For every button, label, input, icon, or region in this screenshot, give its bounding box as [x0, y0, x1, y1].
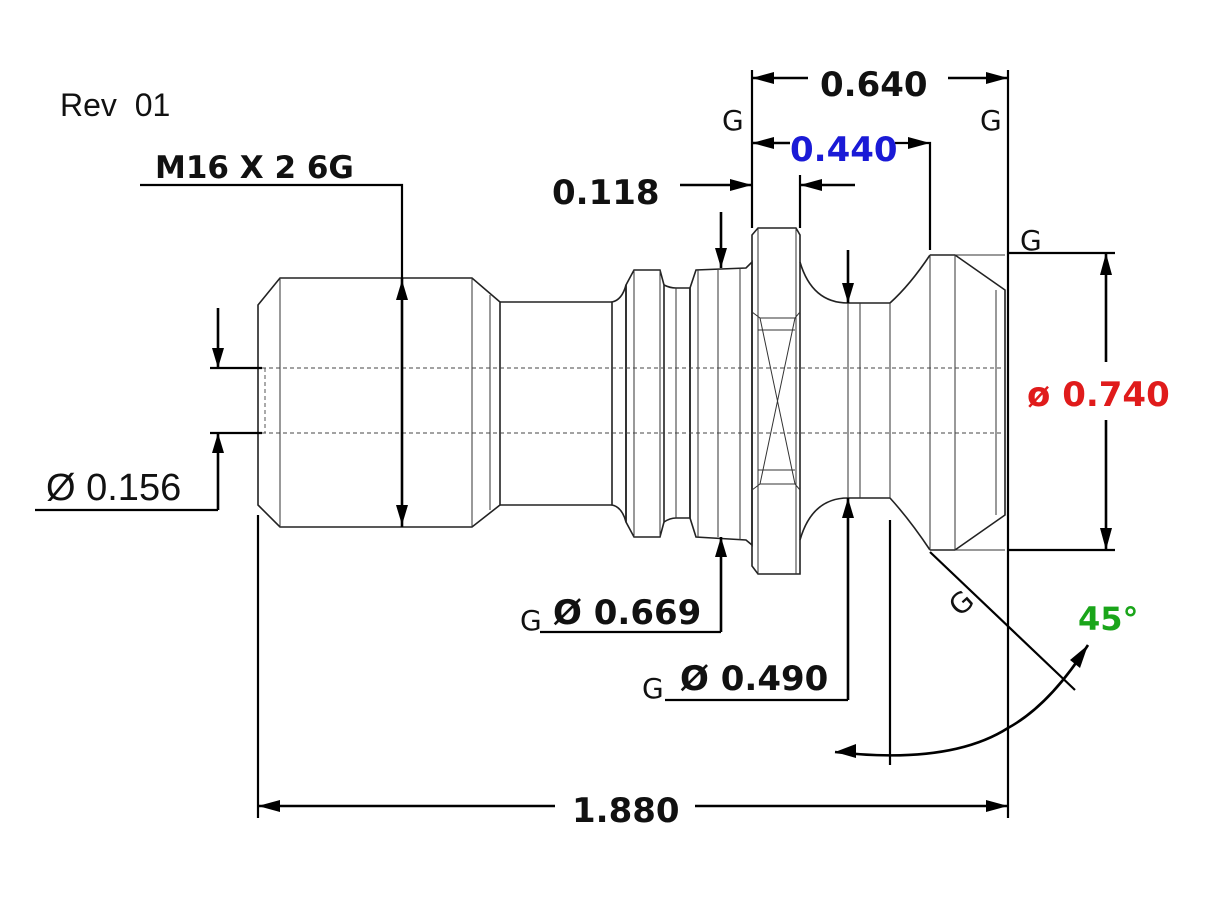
head-dia-label: ø 0.740: [1027, 375, 1170, 415]
neck-dimension: G Ø 0.490: [642, 250, 854, 705]
head-inner-dimension: 0.440: [752, 130, 932, 250]
grind-mark-head-face: G: [1020, 224, 1042, 257]
grind-mark-head-top: G: [980, 104, 1002, 137]
neck-dia-label: Ø 0.490: [680, 659, 828, 699]
flange-dimension: 0.118: [552, 173, 855, 228]
revision-label: Rev 01: [60, 87, 170, 123]
bore-dia-label: Ø 0.156: [46, 467, 181, 509]
flange-width-label: 0.118: [552, 173, 660, 213]
overall-length-label: 1.880: [572, 791, 680, 831]
head-length-label: 0.640: [820, 65, 928, 105]
grind-mark-chamfer: G: [942, 584, 980, 623]
overall-length-dimension: 1.880: [256, 70, 1010, 831]
part-outline: [257, 227, 1006, 575]
angle-dimension: 45°: [834, 520, 1139, 765]
collar-dia-label: Ø 0.669: [553, 593, 701, 633]
angle-label: 45°: [1078, 600, 1139, 638]
head-dia-dimension: ø 0.740: [1008, 251, 1170, 552]
grind-mark-flange-top: G: [722, 104, 744, 137]
thread-callout-text: M16 X 2 6G: [155, 150, 354, 186]
thread-callout: M16 X 2 6G: [140, 150, 408, 527]
bore-dimension: Ø 0.156: [35, 308, 262, 512]
neck-grind-mark: G: [642, 672, 664, 705]
head-length-dimension: 0.640: [750, 65, 1008, 228]
collar-grind-mark: G: [520, 604, 542, 637]
collar-dimension: G Ø 0.669: [520, 212, 727, 637]
head-inner-label: 0.440: [790, 130, 898, 170]
